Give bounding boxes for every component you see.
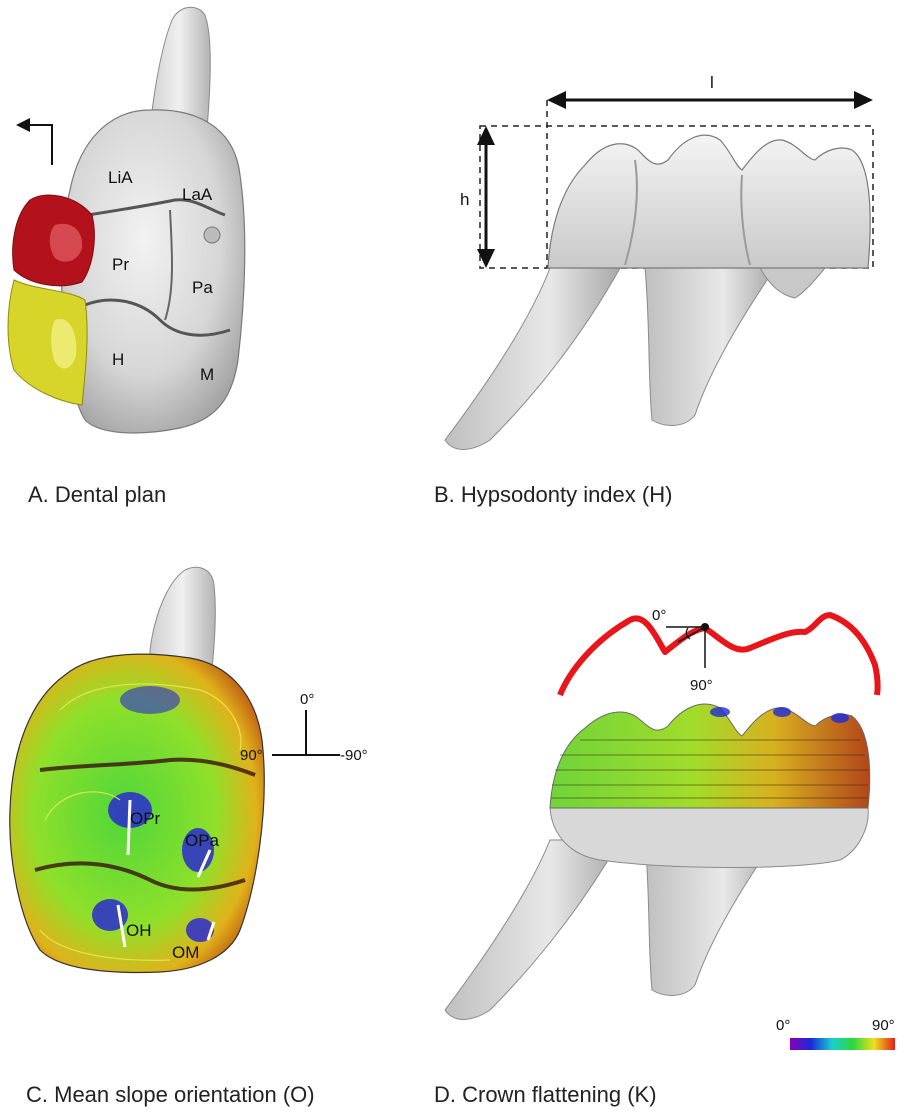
cusp-label-lia: LiA (108, 168, 133, 187)
compass-right-label: -90° (340, 747, 368, 764)
angle-point (701, 623, 709, 631)
colorbar (790, 1038, 895, 1050)
tooth-root-back (645, 268, 775, 425)
small-cusp (204, 227, 220, 243)
angle-zero-label: 0° (652, 607, 666, 624)
crown-flattening-figure: 0° 90° 0° 90° (420, 560, 909, 1116)
tooth-crown (62, 110, 245, 433)
crown-basin (773, 707, 791, 717)
panel-d-crown-flattening: 0° 90° 0° 90° D. Crown flattening (K) (420, 560, 909, 1116)
crown-flattening-map (550, 704, 870, 808)
orientation-label-om: OM (172, 943, 199, 962)
crown-profile-line (560, 615, 878, 695)
panel-a-caption: A. Dental plan (28, 482, 166, 508)
compass-left-label: 90° (240, 747, 263, 764)
colorbar-max-label: 90° (872, 1017, 895, 1034)
cusp-label-h: H (112, 350, 124, 369)
dental-plan-figure: LiA LaA Pr Pa H M (0, 0, 300, 520)
angle-tangent (678, 627, 705, 642)
length-arrowhead-left (547, 91, 566, 109)
height-label: h (460, 190, 469, 209)
compass-top-label: 0° (300, 691, 314, 708)
panel-b-caption: B. Hypsodonty index (H) (434, 482, 672, 508)
tooth-crown-side (548, 135, 870, 268)
orientation-label-oh: OH (126, 921, 152, 940)
length-arrowhead-right (854, 91, 873, 109)
orientation-label-opa: OPa (185, 831, 220, 850)
hypsodonty-figure: l h (420, 0, 909, 520)
panel-c-caption: C. Mean slope orientation (O) (26, 1082, 315, 1108)
slope-basin (120, 686, 180, 714)
panel-c-slope-orientation: OPr OPa OH OM 0° 90° -90° C. Mean slope … (0, 560, 420, 1116)
crown-base (550, 808, 868, 868)
crown-basin (710, 707, 730, 717)
slope-orientation-figure: OPr OPa OH OM 0° 90° -90° (0, 560, 420, 1116)
colorbar-min-label: 0° (776, 1017, 790, 1034)
cusp-label-m: M (200, 365, 214, 384)
orientation-label-opr: OPr (130, 809, 161, 828)
cusp-label-pa: Pa (192, 278, 213, 297)
orientation-arrow-icon (22, 125, 52, 165)
angle-ninety-label: 90° (690, 677, 713, 694)
length-label: l (710, 73, 714, 92)
orientation-arrowhead (16, 118, 30, 132)
cusp-label-pr: Pr (112, 255, 129, 274)
panel-b-hypsodonty: l h B. Hypsodonty index (H) (420, 0, 909, 520)
tooth-root-rear (760, 268, 825, 298)
panel-d-caption: D. Crown flattening (K) (434, 1082, 657, 1108)
panel-a-dental-plan: LiA LaA Pr Pa H M A. Dental plan (0, 0, 300, 520)
cusp-label-laa: LaA (182, 185, 213, 204)
crown-basin (831, 713, 849, 723)
tooth-root-front (445, 840, 620, 1019)
tooth-root-front (445, 268, 620, 449)
